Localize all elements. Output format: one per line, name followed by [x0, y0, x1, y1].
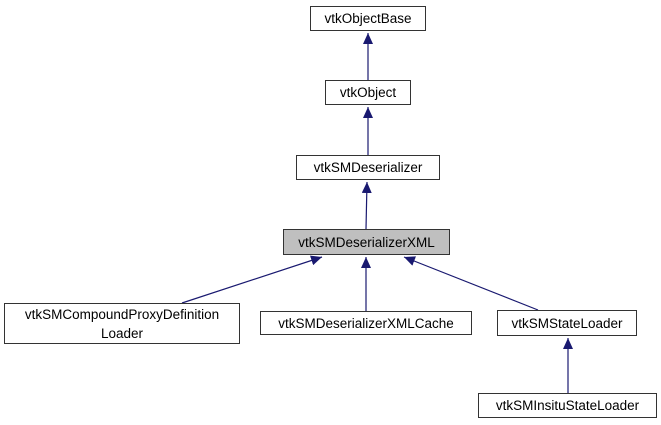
- node-vtkSMCompoundProxyDefinitionLoader[interactable]: vtkSMCompoundProxyDefinition Loader: [4, 303, 240, 344]
- node-label: vtkSMStateLoader: [511, 315, 623, 331]
- node-label: vtkSMDeserializer: [313, 160, 423, 175]
- edge-vtkSMDeserializerXML-to-vtkSMDeserializer: [361, 181, 372, 230]
- edge-vtkSMStateLoader-to-vtkSMDeserializerXML: [403, 256, 539, 311]
- node-vtkSMInsituStateLoader[interactable]: vtkSMInsituStateLoader: [478, 393, 657, 418]
- edge-vtkSMCompoundProxyDefinitionLoader-to-vtkSMDeserializerXML: [181, 255, 323, 304]
- node-vtkObject[interactable]: vtkObject: [325, 80, 411, 105]
- node-vtkSMDeserializerXMLCache[interactable]: vtkSMDeserializerXMLCache: [260, 311, 472, 335]
- node-label: vtkSMInsituStateLoader: [495, 398, 640, 413]
- node-label-line2: Loader: [100, 325, 144, 341]
- node-vtkObjectBase[interactable]: vtkObjectBase: [310, 6, 426, 31]
- node-vtkSMDeserializerXML-current: vtkSMDeserializerXML: [283, 229, 450, 255]
- node-label: vtkObjectBase: [324, 11, 412, 26]
- node-vtkSMDeserializer[interactable]: vtkSMDeserializer: [296, 155, 440, 180]
- node-label-line1: vtkSMCompoundProxyDefinition: [24, 306, 220, 322]
- node-label: vtkSMDeserializerXML: [298, 234, 435, 250]
- node-vtkSMStateLoader[interactable]: vtkSMStateLoader: [497, 310, 637, 336]
- node-label: vtkSMDeserializerXMLCache: [278, 315, 454, 331]
- node-label: vtkObject: [339, 85, 397, 100]
